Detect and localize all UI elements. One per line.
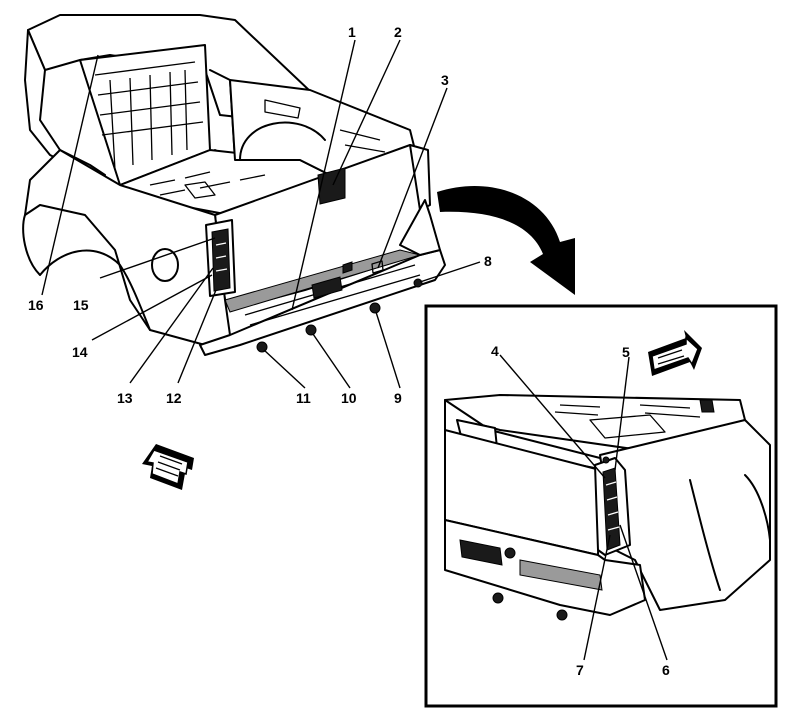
callout-10: 10: [341, 390, 357, 406]
inset-quarter-panel: [599, 419, 771, 611]
inset-step-pad: [519, 559, 603, 591]
callout-14: 14: [72, 344, 88, 360]
cab-side: [24, 29, 106, 176]
license-plate-recess: [311, 276, 343, 299]
direction-arrow-icon: [142, 444, 194, 490]
callout-16: 16: [28, 297, 44, 313]
fastener-9: [369, 302, 381, 314]
callout-13: 13: [117, 390, 133, 406]
tail-lamp-right: [409, 144, 431, 211]
callout-7: 7: [576, 662, 584, 678]
main-callouts: 1 2 3 8 9 10 11 12 13 14 15 16: [28, 24, 492, 406]
detail-inset: 4 5 6 7: [424, 304, 778, 708]
callout-15: 15: [73, 297, 89, 313]
wheel-well: [22, 214, 151, 331]
rear-bumper: [199, 249, 446, 356]
fuel-door: [151, 248, 179, 282]
vehicle-main-view: [22, 14, 446, 356]
direction-arrow-icon: [648, 330, 702, 376]
inset-license-recess: [459, 539, 503, 566]
callout-11: 11: [296, 390, 311, 406]
callout-3: 3: [441, 72, 449, 88]
callout-5: 5: [622, 344, 630, 360]
fastener-8: [413, 278, 423, 288]
callout-9: 9: [394, 390, 402, 406]
fastener-11: [256, 341, 268, 353]
curved-arrow-icon: [437, 186, 575, 295]
callout-12: 12: [166, 390, 182, 406]
callout-8: 8: [484, 253, 492, 269]
wheel-arch-inner: [239, 121, 326, 161]
callout-2: 2: [394, 24, 402, 40]
main-leaders: [41, 39, 481, 389]
callout-1: 1: [348, 24, 356, 40]
callout-6: 6: [662, 662, 670, 678]
callout-4: 4: [491, 343, 499, 359]
fastener-10: [305, 324, 317, 336]
